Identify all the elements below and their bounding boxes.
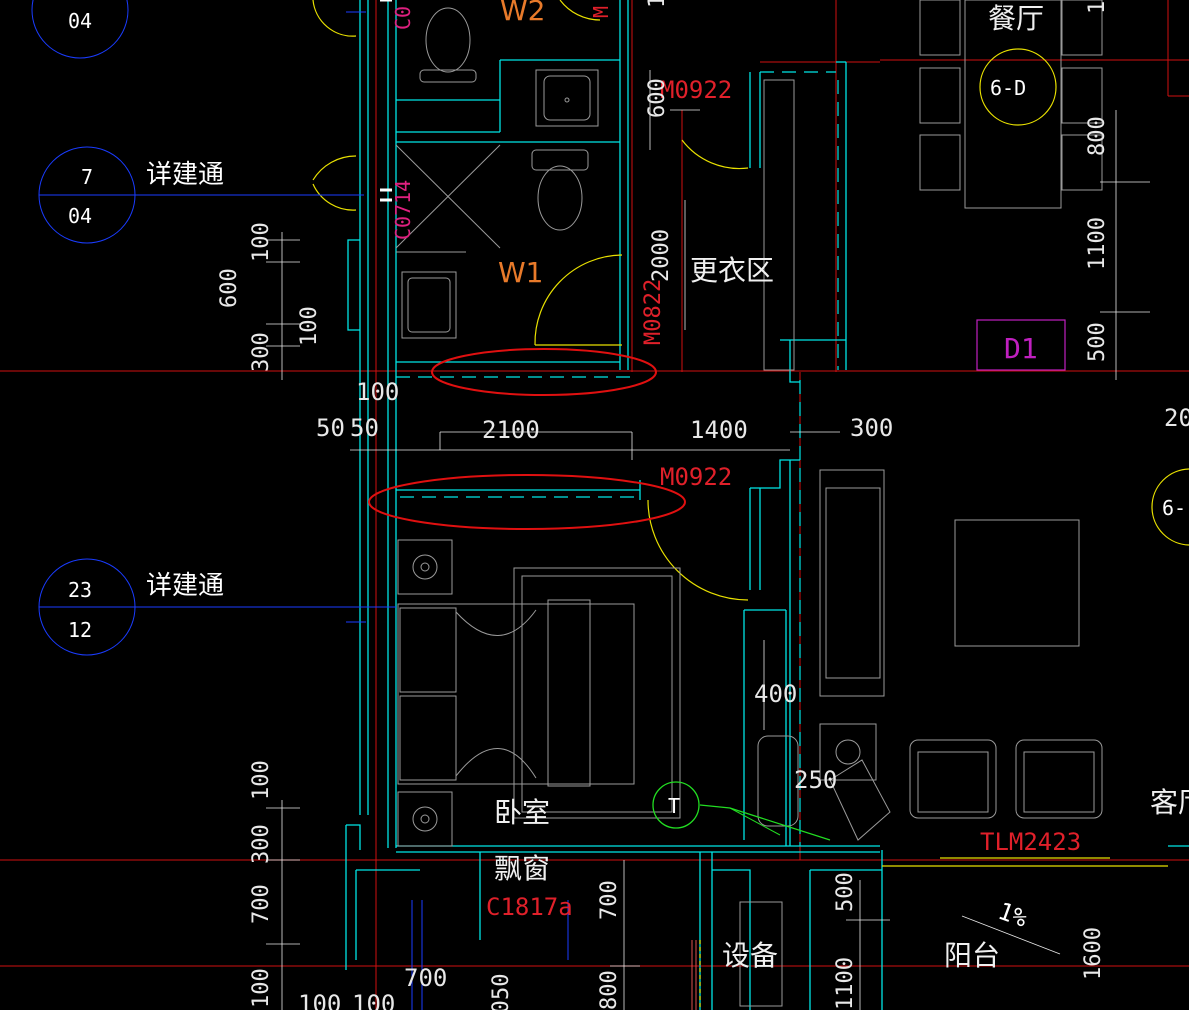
misc-accents xyxy=(380,0,1189,1010)
dim-bot-800: 800 xyxy=(597,970,622,1010)
room-bedroom: 卧室 xyxy=(494,796,550,829)
dim-bot-700v: 700 xyxy=(597,880,622,920)
dim-r-15: 15 xyxy=(1085,0,1110,14)
detail-ref-2-note: 详建通 xyxy=(146,160,224,190)
door-swings xyxy=(312,0,1168,1010)
dim-left-100a: 100 xyxy=(249,222,274,262)
dimension-labels-horizontal: 100 50 50 2100 1400 300 20 400 250 700 1… xyxy=(298,378,1189,1010)
dim-w1-2000: 2000 xyxy=(649,229,674,282)
room-dressing: 更衣区 xyxy=(690,254,774,287)
room-bay-window: 飘窗 xyxy=(494,852,550,885)
door-m-partial: M xyxy=(589,6,613,18)
room-balcony: 阳台 xyxy=(944,939,1000,972)
detail-ref-3-bottom: 12 xyxy=(68,618,92,642)
walls xyxy=(345,0,1189,1010)
dim-bot-100c: 100 xyxy=(489,1000,514,1010)
dim-bot-100b: 100 xyxy=(352,990,395,1010)
dim-bot-100a: 100 xyxy=(298,990,341,1010)
dim-h-50b: 50 xyxy=(350,414,379,442)
dim-bot-500: 500 xyxy=(833,872,858,912)
window-c0714: C0714 xyxy=(391,180,415,240)
dim-bl-100: 100 xyxy=(249,760,274,800)
detail-ref-lines xyxy=(31,0,569,1010)
dim-top-1: 1 xyxy=(645,0,670,8)
axis-6d-label: 6-D xyxy=(990,76,1026,100)
room-labels: W2 W1 餐厅 更衣区 卧室 飘窗 设备 阳台 客厅 xyxy=(494,0,1189,972)
door-m0822: M0822 xyxy=(641,279,666,345)
t-marker-label: T xyxy=(668,794,680,818)
door-m0922-top: M0922 xyxy=(660,76,732,104)
furniture xyxy=(395,0,1103,1007)
detail-ref-labels: 04 7 04 23 12 xyxy=(68,9,93,642)
dim-h-100: 100 xyxy=(356,378,399,406)
window-c0-partial: C0 xyxy=(391,6,415,30)
dim-mid-250: 250 xyxy=(794,766,837,794)
door-tlm2423: TLM2423 xyxy=(980,828,1081,856)
room-equipment: 设备 xyxy=(722,939,778,972)
detail-ref-3-top: 23 xyxy=(68,578,92,602)
dimension-labels-vertical: 100 600 100 300 2000 600 1 15 800 1100 5… xyxy=(217,0,1110,1010)
door-m0922-mid: M0922 xyxy=(660,463,732,491)
dashed-walls xyxy=(396,71,839,846)
dim-h-300: 300 xyxy=(850,414,893,442)
dimension-lines xyxy=(266,70,1150,1010)
dim-h-50a: 50 xyxy=(316,414,345,442)
dim-bl-300: 300 xyxy=(249,824,274,864)
dim-r-1100: 1100 xyxy=(1085,217,1110,270)
dim-h-2100: 2100 xyxy=(482,416,540,444)
dim-top-600: 600 xyxy=(645,78,670,118)
dim-bot-1600: 1600 xyxy=(1081,927,1106,980)
dim-h-1400: 1400 xyxy=(690,416,748,444)
dim-mid-400: 400 xyxy=(754,680,797,708)
dim-bot-50: 50 xyxy=(489,974,514,1001)
dim-bot-1100: 1100 xyxy=(833,957,858,1010)
detail-ref-2-bottom: 04 xyxy=(68,204,92,228)
dim-r-800: 800 xyxy=(1085,116,1110,156)
door-d1: D1 xyxy=(1004,332,1038,365)
room-living: 客厅 xyxy=(1150,786,1189,819)
window-c1817a: C1817a xyxy=(486,893,573,921)
detail-ref-2-top: 7 xyxy=(81,165,93,189)
opening-labels: M0922 M0922 TLM2423 C1817a D1 C0714 M082… xyxy=(391,6,1081,921)
dim-bot-700: 700 xyxy=(404,964,447,992)
dim-left-100b: 100 xyxy=(297,306,322,346)
highlight-marks xyxy=(368,348,686,530)
dim-left-300: 300 xyxy=(249,332,274,372)
room-w1: W1 xyxy=(498,256,544,289)
dim-bl-700: 700 xyxy=(249,884,274,924)
room-w2: W2 xyxy=(500,0,546,27)
detail-ref-notes: 详建通 详建通 xyxy=(146,160,224,601)
room-dining: 餐厅 xyxy=(988,2,1044,35)
dim-r-500: 500 xyxy=(1085,322,1110,362)
detail-ref-3-note: 详建通 xyxy=(146,571,224,601)
dim-left-600: 600 xyxy=(217,268,242,308)
axis-6-partial-label: 6- xyxy=(1162,496,1186,520)
detail-ref-1-bottom: 04 xyxy=(68,9,92,33)
dim-r-20: 20 xyxy=(1164,404,1189,432)
dim-bl-100b: 100 xyxy=(249,968,274,1008)
